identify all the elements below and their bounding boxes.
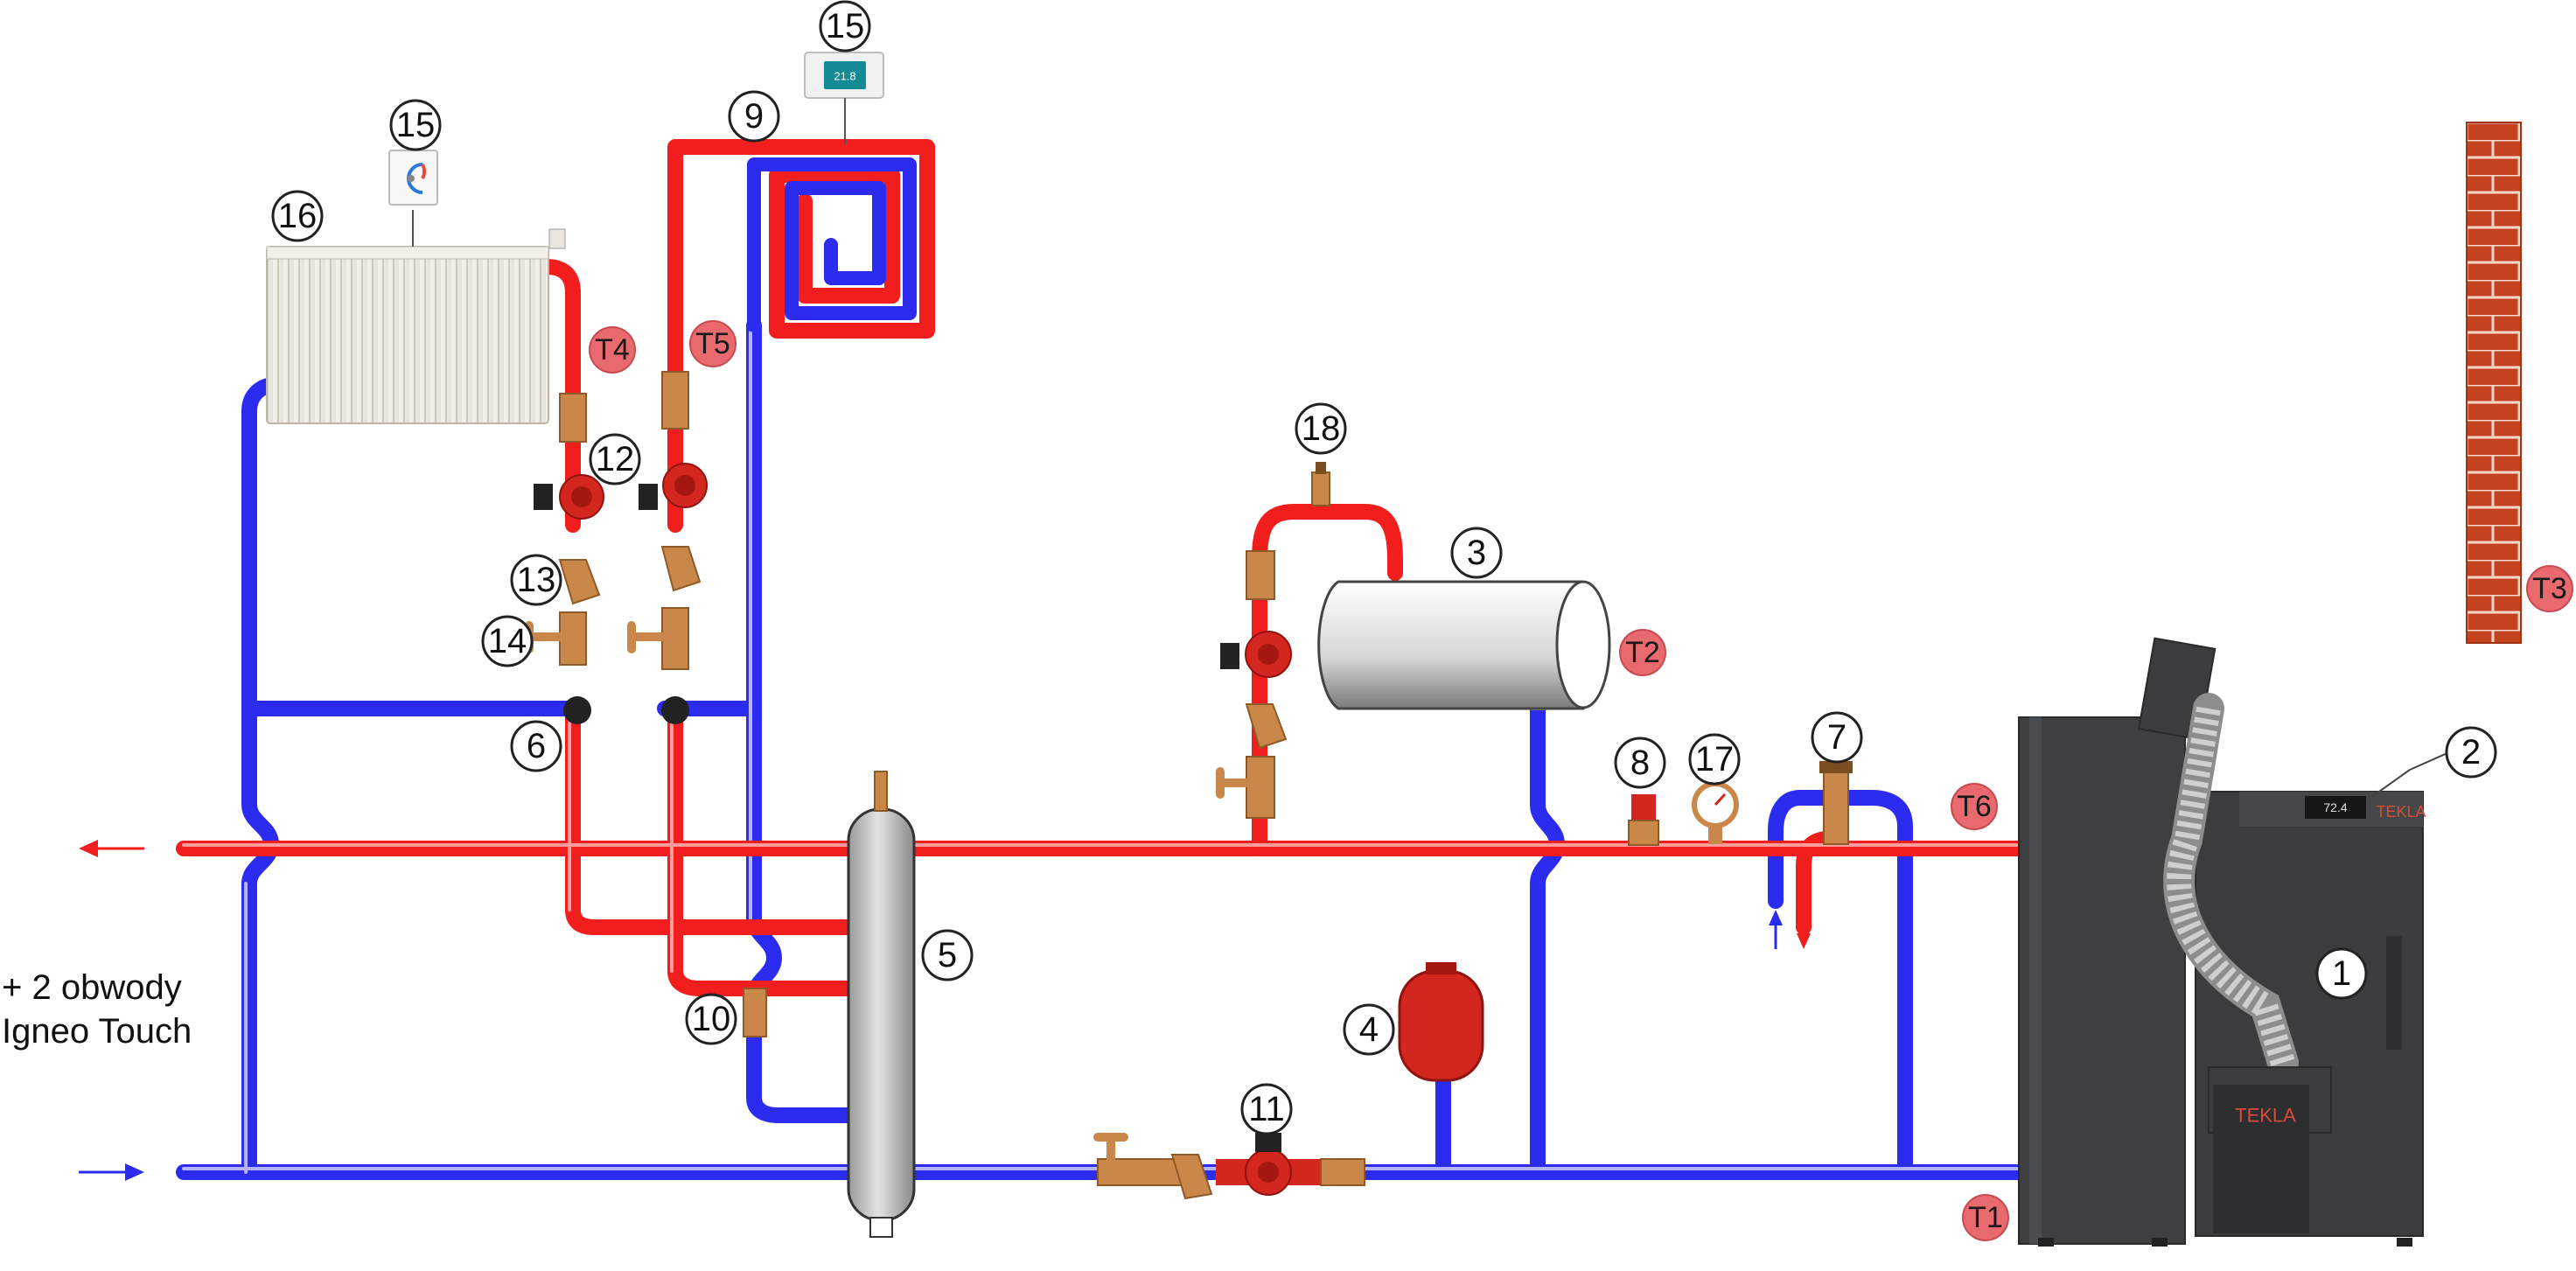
svg-text:14: 14 [488, 622, 527, 660]
pellet-boiler: 72.4 TEKLA TEKLA [2018, 637, 2426, 1247]
air-vent [1311, 462, 1330, 506]
svg-text:1: 1 [2332, 954, 2351, 993]
svg-text:2: 2 [2461, 733, 2481, 772]
svg-text:T3: T3 [2532, 572, 2567, 605]
callout-4: 4 [1343, 1003, 1395, 1056]
svg-text:17: 17 [1695, 740, 1735, 779]
safety-valve [1628, 794, 1659, 846]
callout-8: 8 [1614, 737, 1666, 789]
svg-text:T5: T5 [695, 327, 730, 360]
svg-text:12: 12 [596, 440, 635, 478]
svg-text:4: 4 [1359, 1010, 1379, 1049]
callout-7: 7 [1811, 711, 1863, 764]
thermostat-display: 21.8 [834, 70, 855, 83]
svg-text:16: 16 [278, 197, 318, 235]
flow-arrows-valve-7 [1769, 910, 1811, 949]
callout-5: 5 [921, 929, 974, 981]
callout-15-dial: 15 [389, 99, 442, 151]
svg-text:18: 18 [1302, 409, 1341, 448]
callout-15-touch: 15 [819, 0, 871, 52]
sensor-t2: T2 [1619, 629, 1666, 676]
svg-text:T2: T2 [1625, 636, 1660, 669]
callout-3: 3 [1450, 527, 1503, 579]
callout-18: 18 [1295, 402, 1347, 455]
svg-text:3: 3 [1467, 534, 1486, 572]
supply-out-arrow [79, 840, 144, 857]
chimney [2466, 122, 2522, 644]
svg-text:13: 13 [517, 561, 556, 599]
callout-13: 13 [510, 554, 562, 606]
svg-text:9: 9 [744, 97, 764, 136]
callout-12: 12 [589, 433, 641, 485]
svg-text:5: 5 [938, 936, 957, 974]
callout-6: 6 [510, 720, 562, 772]
hydraulic-separator [847, 771, 916, 1238]
svg-text:15: 15 [826, 7, 865, 45]
radiator [266, 228, 566, 424]
sensor-t1: T1 [1962, 1194, 2009, 1241]
sensor-t4: T4 [589, 326, 636, 374]
thermostatic-valve [1819, 761, 1853, 845]
callout-16: 16 [271, 190, 324, 242]
svg-text:10: 10 [692, 1000, 731, 1038]
side-note-line-1: + 2 obwody [2, 968, 182, 1007]
sensor-badges: T1 T2 T3 T4 T5 T6 [589, 320, 2573, 1241]
sensor-t6: T6 [1951, 783, 1998, 830]
floor-circuit-components [627, 371, 708, 724]
callout-14: 14 [481, 615, 534, 667]
svg-text:T6: T6 [1957, 790, 1992, 823]
boiler-return-components [1093, 1133, 1365, 1200]
svg-text:8: 8 [1630, 744, 1650, 782]
burner-brand: TEKLA [2235, 1105, 2296, 1127]
svg-text:15: 15 [396, 106, 436, 144]
return-in-arrow [79, 1163, 144, 1181]
svg-text:11: 11 [1248, 1090, 1285, 1128]
svg-text:6: 6 [527, 727, 546, 765]
boiler-display-value: 72.4 [2323, 800, 2347, 814]
touch-thermostat: 21.8 [804, 52, 884, 99]
svg-text:7: 7 [1827, 718, 1846, 757]
svg-text:T1: T1 [1968, 1201, 2003, 1234]
sensor-t5: T5 [689, 320, 736, 367]
boiler-brand: TEKLA [2376, 803, 2426, 821]
callout-labels: 1 2 3 4 5 6 7 8 9 10 11 12 13 14 15 15 1… [271, 0, 2497, 1135]
callout-1: 1 [2315, 947, 2368, 1000]
callout-17: 17 [1688, 733, 1741, 786]
side-note: + 2 obwody Igneo Touch [2, 968, 192, 1051]
sensor-t3: T3 [2526, 565, 2573, 612]
check-valve-10 [743, 988, 767, 1037]
room-thermostat-dial [388, 150, 438, 206]
tank-circuit-components [1216, 550, 1292, 819]
expansion-vessel [1398, 962, 1484, 1082]
tank [1317, 580, 1611, 710]
pressure-gauge [1692, 781, 1739, 844]
callout-2: 2 [2445, 726, 2497, 779]
return-piping [176, 318, 2028, 1180]
callout-9: 9 [728, 90, 780, 143]
radiator-circuit-components [525, 393, 604, 724]
callout-10: 10 [685, 993, 737, 1045]
svg-text:T4: T4 [595, 333, 630, 367]
callout-11: 11 [1240, 1083, 1293, 1135]
side-note-line-2: Igneo Touch [2, 1012, 192, 1051]
